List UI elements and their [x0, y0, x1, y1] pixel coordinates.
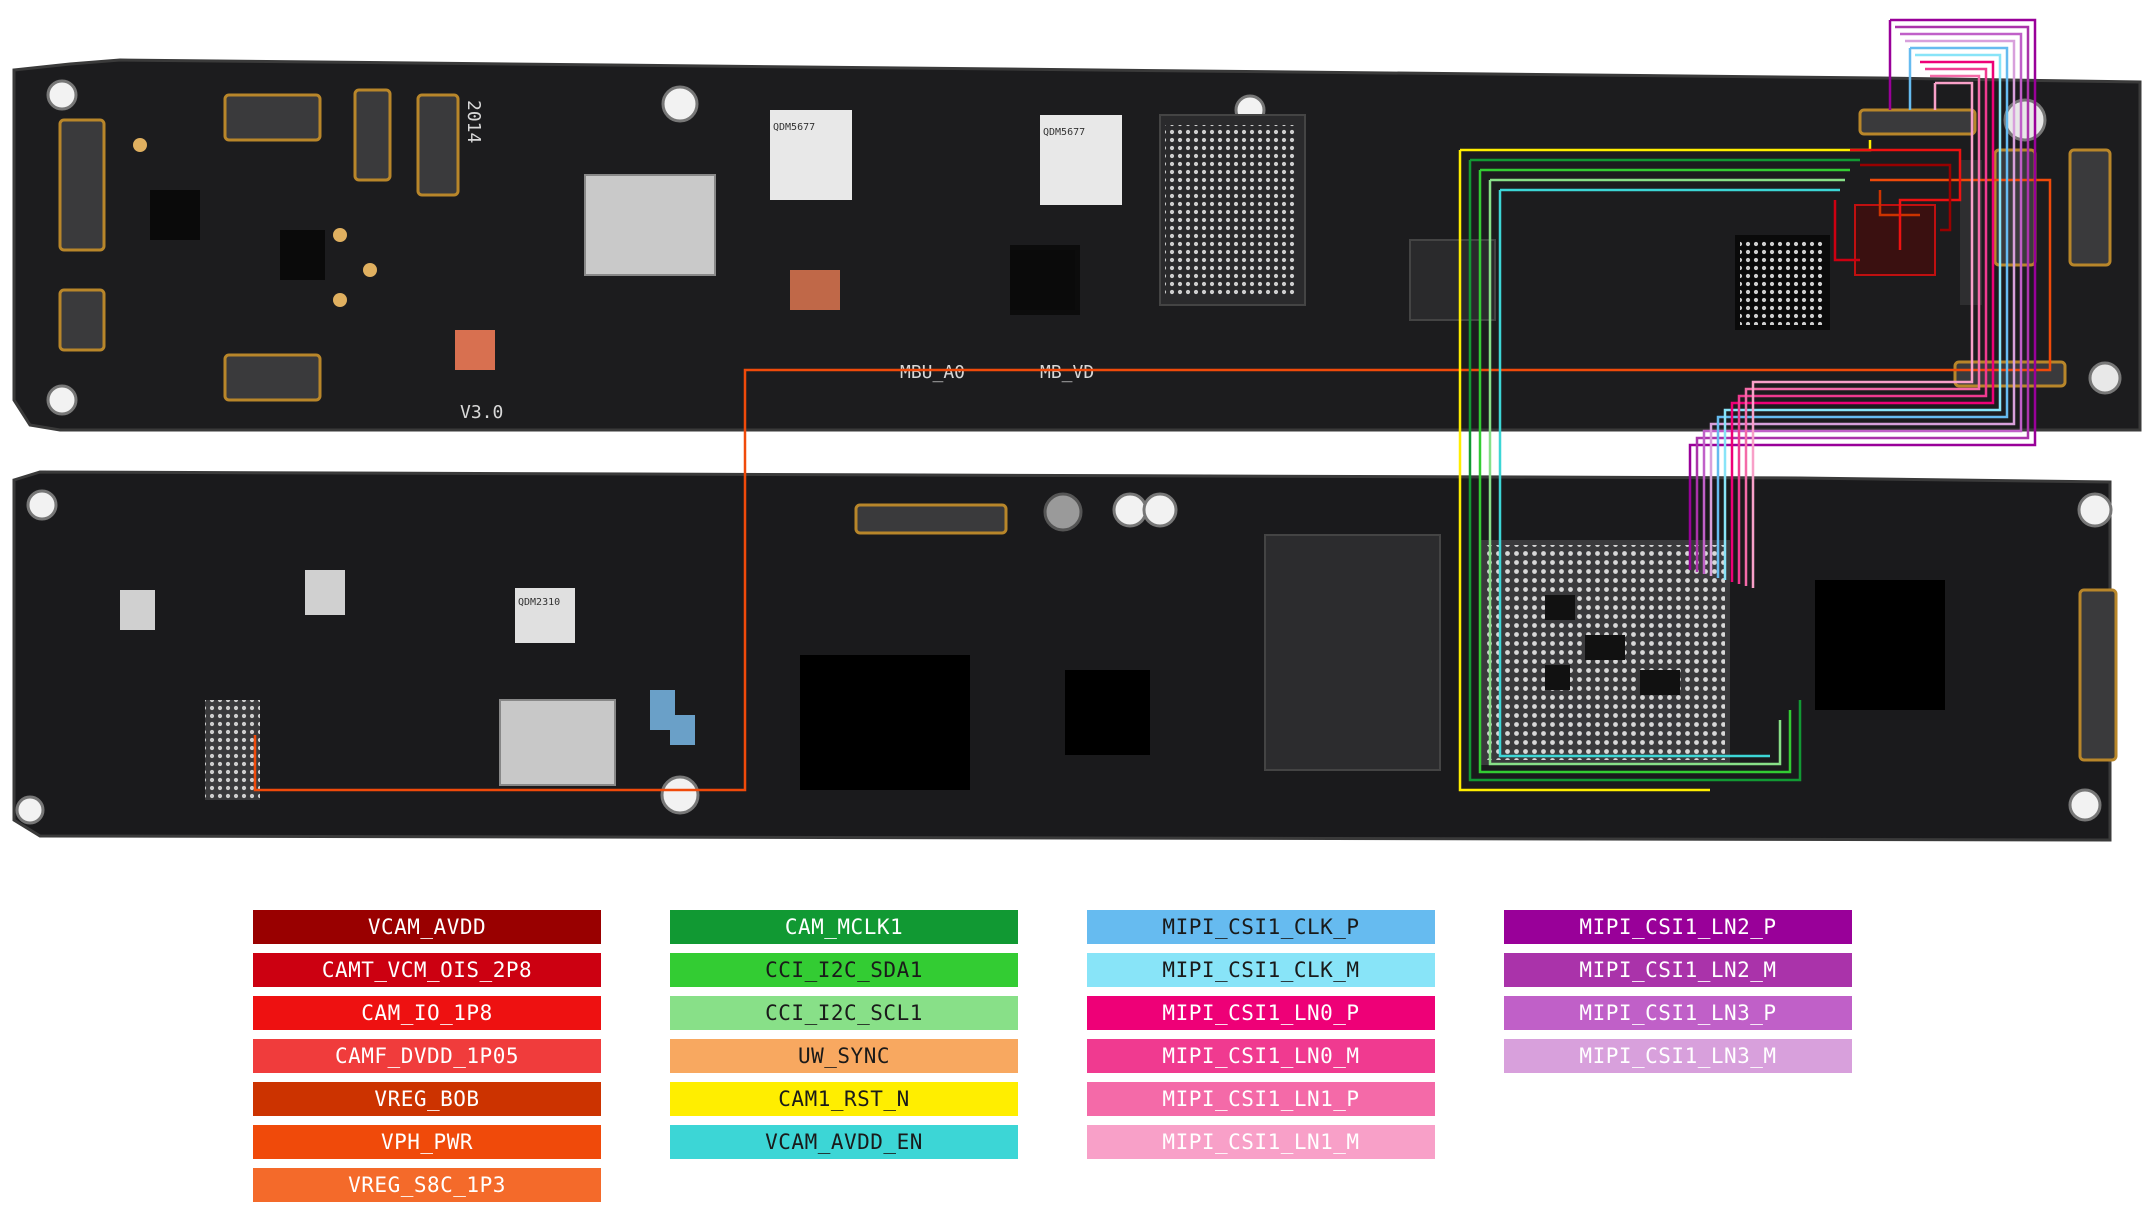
- screw-hole: [46, 384, 78, 416]
- legend-item-uw-sync: UW_SYNC: [670, 1039, 1018, 1073]
- bga-pads: [1545, 665, 1570, 690]
- shield-pad: [499, 699, 616, 786]
- chip-label-box: [515, 588, 575, 643]
- screw-hole: [2068, 788, 2102, 822]
- bga-pads: [1740, 240, 1825, 325]
- screw-hole: [1043, 492, 1083, 532]
- screw-hole: [1142, 492, 1178, 528]
- legend-item-vph-pwr: VPH_PWR: [253, 1125, 601, 1159]
- legend-item-camf-dvdd-1p05: CAMF_DVDD_1P05: [253, 1039, 601, 1073]
- screw-hole: [660, 775, 700, 815]
- chip-label-box: [1040, 115, 1122, 205]
- legend-item-camt-vcm-ois-2p8: CAMT_VCM_OIS_2P8: [253, 953, 601, 987]
- chip-package: [1854, 204, 1936, 276]
- screw-hole: [26, 489, 58, 521]
- silkscreen-label: QDM5677: [773, 122, 815, 133]
- silkscreen-label: MBU_A0: [900, 362, 965, 383]
- legend-item-mipi-csi1-ln3-p: MIPI_CSI1_LN3_P: [1504, 996, 1852, 1030]
- bga-pads: [1640, 670, 1680, 695]
- bga-pads: [1165, 125, 1295, 295]
- legend-item-mipi-csi1-clk-p: MIPI_CSI1_CLK_P: [1087, 910, 1435, 944]
- screw-hole: [46, 79, 78, 111]
- bga-pads: [205, 700, 260, 800]
- chip-package: [1409, 239, 1496, 321]
- passive-components: [120, 138, 1075, 745]
- silkscreen-label: MB_VD: [1040, 362, 1094, 383]
- chip-label-box: [770, 110, 852, 200]
- legend-item-mipi-csi1-clk-m: MIPI_CSI1_CLK_M: [1087, 953, 1435, 987]
- legend-item-vcam-avdd: VCAM_AVDD: [253, 910, 601, 944]
- screw-hole: [2003, 98, 2047, 142]
- screw-hole: [2088, 361, 2122, 395]
- legend-item-cam1-rst-n: CAM1_RST_N: [670, 1082, 1018, 1116]
- net-traces: [253, 18, 2052, 792]
- chip-package: [1065, 670, 1150, 755]
- legend-item-cci-i2c-scl1: CCI_I2C_SCL1: [670, 996, 1018, 1030]
- bga-pads: [1585, 635, 1625, 660]
- shield-pad: [584, 174, 716, 276]
- screw-hole: [661, 85, 699, 123]
- screw-hole: [1112, 492, 1148, 528]
- legend-item-cam-mclk1: CAM_MCLK1: [670, 910, 1018, 944]
- legend-item-mipi-csi1-ln1-p: MIPI_CSI1_LN1_P: [1087, 1082, 1435, 1116]
- legend-item-mipi-csi1-ln2-m: MIPI_CSI1_LN2_M: [1504, 953, 1852, 987]
- screw-hole: [2077, 492, 2113, 528]
- silkscreen-label: QDM5677: [1043, 127, 1085, 138]
- silkscreen-label: V3.0: [460, 402, 503, 423]
- silkscreen-label: 2014: [463, 100, 484, 143]
- bga-pads: [1545, 595, 1575, 620]
- chip-package: [1264, 534, 1441, 771]
- legend-item-vcam-avdd-en: VCAM_AVDD_EN: [670, 1125, 1018, 1159]
- legend-item-vreg-bob: VREG_BOB: [253, 1082, 601, 1116]
- legend-item-vreg-s8c-1p3: VREG_S8C_1P3: [253, 1168, 601, 1202]
- legend-item-cci-i2c-sda1: CCI_I2C_SDA1: [670, 953, 1018, 987]
- chip-package: [1815, 580, 1945, 710]
- legend-item-mipi-csi1-ln1-m: MIPI_CSI1_LN1_M: [1087, 1125, 1435, 1159]
- legend-item-mipi-csi1-ln3-m: MIPI_CSI1_LN3_M: [1504, 1039, 1852, 1073]
- silkscreen-label: QDM2310: [518, 597, 560, 608]
- pcb-diagram: 2014 MBU_A0 MB_VD V3.0 QDM5677 QDM5677 Q…: [12, 18, 2142, 842]
- legend-item-mipi-csi1-ln2-p: MIPI_CSI1_LN2_P: [1504, 910, 1852, 944]
- legend-item-mipi-csi1-ln0-m: MIPI_CSI1_LN0_M: [1087, 1039, 1435, 1073]
- legend-item-mipi-csi1-ln0-p: MIPI_CSI1_LN0_P: [1087, 996, 1435, 1030]
- screw-hole: [15, 795, 45, 825]
- legend-item-cam-io-1p8: CAM_IO_1P8: [253, 996, 601, 1030]
- chip-package: [800, 655, 970, 790]
